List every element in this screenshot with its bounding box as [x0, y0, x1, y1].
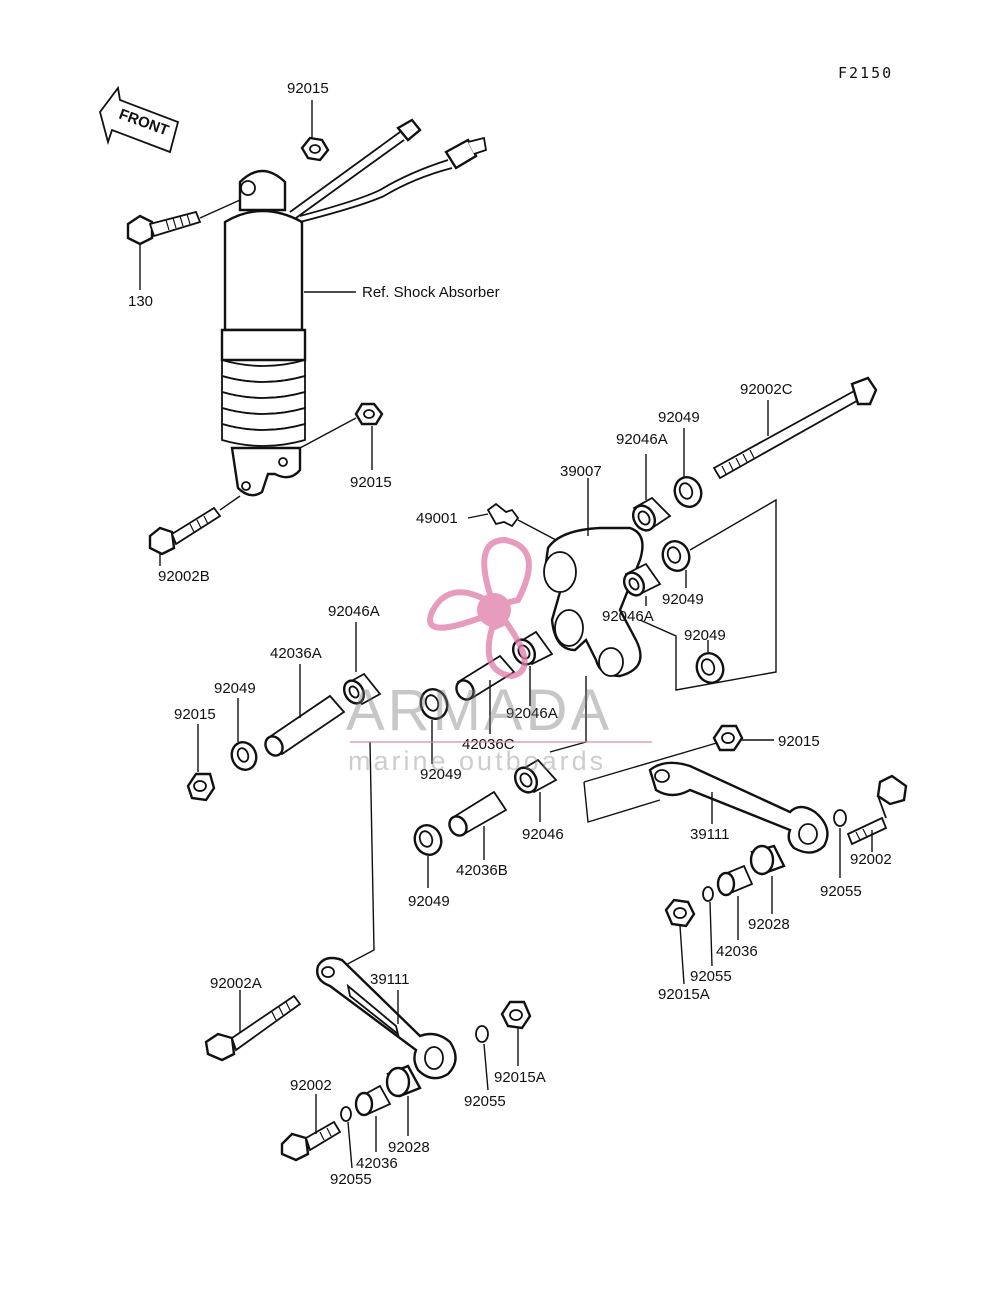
bearing-92046A-left-icon: [342, 672, 382, 706]
part-label: 92046A: [328, 603, 380, 620]
part-label: 42036B: [456, 862, 508, 879]
part-label: 39111: [690, 826, 730, 843]
seal-92049-center-icon: [419, 688, 449, 720]
bearing-92046A-middle-icon: [622, 562, 662, 597]
seal-92049-bottom-icon: [413, 824, 443, 856]
part-label: 92046A: [506, 705, 558, 722]
part-label: 39007: [560, 463, 602, 480]
oring-92055-right-icon: [833, 809, 847, 827]
nut-92015-lower-icon: [354, 402, 384, 426]
rocker-arm-39007-icon: [543, 526, 644, 678]
bolt-92002-right-icon: [846, 774, 908, 846]
shock-absorber-icon: [220, 118, 488, 497]
part-label: 92046A: [602, 608, 654, 625]
part-label: 130: [128, 293, 153, 310]
tie-rod-39111-right-icon: [648, 761, 829, 854]
collar-42036-right-icon: [716, 864, 754, 897]
collar-42036B-icon: [448, 790, 508, 837]
part-label: 92049: [408, 893, 450, 910]
bolt-130-icon: [126, 210, 202, 246]
seal-92049-lower-icon: [695, 652, 725, 684]
collar-42036-lower-icon: [354, 1084, 392, 1117]
part-label: 92002B: [158, 568, 210, 585]
bolt-92002C-icon: [712, 376, 878, 480]
part-label: 92049: [420, 766, 462, 783]
part-label: 92028: [748, 916, 790, 933]
grease-nipple-49001-icon: [486, 502, 520, 528]
sleeve-92028-right-icon: [749, 844, 786, 876]
nut-92015A-lower-icon: [500, 1000, 532, 1030]
part-label: 92002: [290, 1077, 332, 1094]
part-label: 92015: [287, 80, 329, 97]
ref-shock-label: Ref. Shock Absorber: [362, 284, 500, 301]
part-label: 92055: [464, 1093, 506, 1110]
part-label: 42036: [356, 1155, 398, 1172]
nut-92015-top-icon: [300, 136, 330, 162]
sleeve-92028-lower-icon: [385, 1064, 422, 1098]
part-label: 92015: [778, 733, 820, 750]
part-label: 42036: [716, 943, 758, 960]
part-label: 92002C: [740, 381, 793, 398]
part-label: 92015: [350, 474, 392, 491]
part-label: 92015A: [658, 986, 710, 1003]
nut-92015-right-icon: [712, 724, 744, 752]
diagram-code: F2150: [838, 64, 893, 82]
propeller-logo-icon: [427, 536, 532, 680]
part-label: 92055: [820, 883, 862, 900]
part-label: 92002A: [210, 975, 262, 992]
front-arrow-icon: FRONT: [99, 85, 180, 154]
bolt-92002A-icon: [204, 994, 302, 1062]
part-label: 49001: [416, 510, 458, 527]
part-label: 42036A: [270, 645, 322, 662]
part-label: 39111: [370, 971, 410, 988]
part-labels: 92015 130 92015 92002B 49001 39007 92046…: [128, 80, 892, 1188]
part-label: 92015A: [494, 1069, 546, 1086]
part-label: 92049: [662, 591, 704, 608]
oring-92055-right-lower-icon: [702, 886, 714, 902]
part-label: 92055: [690, 968, 732, 985]
collar-42036C-icon: [455, 654, 516, 701]
watermark-brand: ARMADA: [346, 678, 612, 743]
bearing-92046-icon: [513, 758, 558, 794]
oring-92055-lower-icon: [475, 1025, 489, 1043]
seal-92049-middle-icon: [661, 540, 691, 572]
nut-92015-left-icon: [186, 772, 216, 802]
bearing-92046A-upper-icon: [631, 496, 672, 532]
bolt-92002B-icon: [148, 506, 222, 556]
tie-rod-39111-lower-icon: [316, 956, 457, 1080]
part-label: 92046A: [616, 431, 668, 448]
part-label: 92049: [214, 680, 256, 697]
seal-92049-upper-icon: [673, 476, 703, 508]
part-label: 92049: [658, 409, 700, 426]
oring-92055-lower-left-icon: [340, 1106, 352, 1122]
part-label: 92055: [330, 1171, 372, 1188]
part-label: 92002: [850, 851, 892, 868]
watermark-tagline: marine outboards: [348, 746, 606, 776]
watermark: ARMADA marine outboards: [346, 536, 652, 776]
collar-42036A-icon: [264, 694, 346, 757]
part-label: 92015: [174, 706, 216, 723]
seal-92049-left-icon: [230, 741, 258, 771]
bolt-92002-lower-icon: [280, 1120, 342, 1162]
part-label: 92046: [522, 826, 564, 843]
part-label: 92049: [684, 627, 726, 644]
part-label: 92028: [388, 1139, 430, 1156]
nut-92015A-right-icon: [664, 898, 696, 928]
part-label: 42036C: [462, 736, 515, 753]
